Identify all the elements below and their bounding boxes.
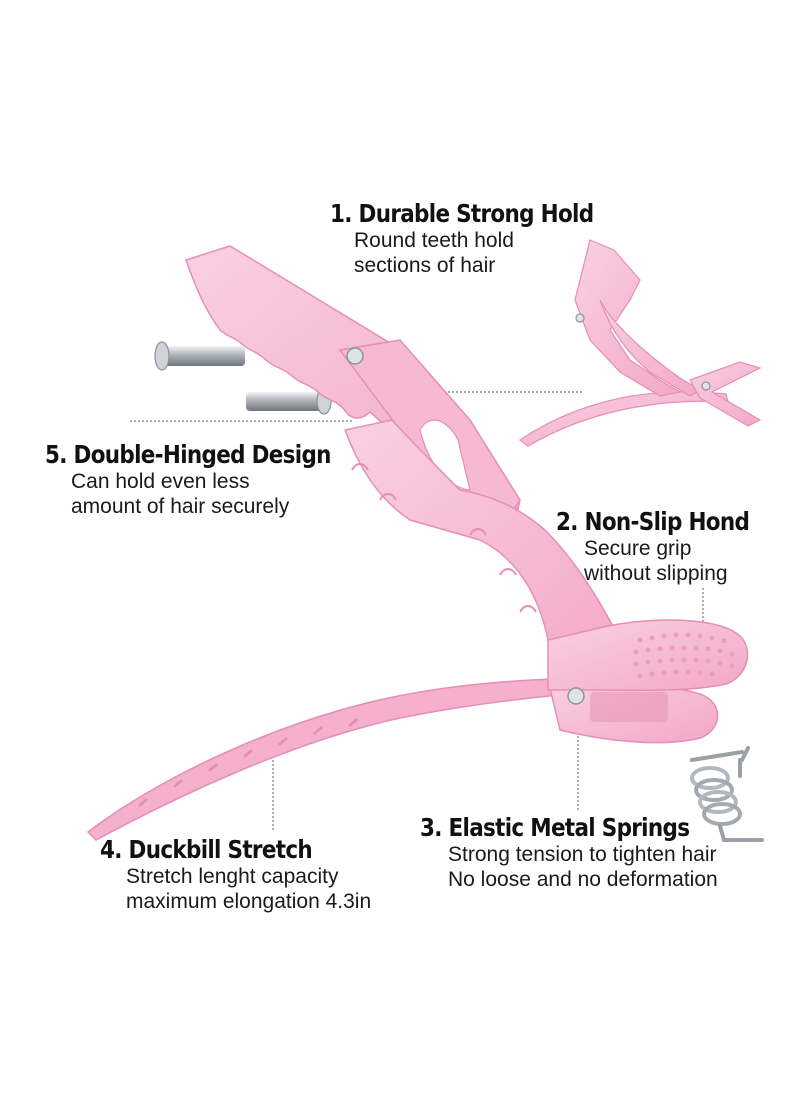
feature-title: 2. Non-Slip Hond bbox=[556, 507, 750, 536]
pink-hair-clip-open-view bbox=[518, 239, 762, 447]
feature-description-line: amount of hair securely bbox=[71, 495, 290, 518]
feature-title: 5. Double-Hinged Design bbox=[45, 440, 331, 469]
feature-title: 4. Duckbill Stretch bbox=[100, 835, 313, 864]
metal-coil-spring bbox=[690, 746, 764, 842]
feature-title: 3. Elastic Metal Springs bbox=[420, 813, 690, 842]
rivet-icon bbox=[575, 313, 585, 323]
feature-non-slip-hond: 2. Non-Slip Hond Secure grip without sli… bbox=[556, 508, 781, 586]
feature-description-line: Can hold even less bbox=[71, 470, 250, 493]
grip-texture bbox=[633, 632, 735, 679]
feature-description-line: Secure grip bbox=[584, 537, 692, 560]
feature-description-line: Stretch lenght capacity bbox=[126, 865, 339, 888]
pink-alligator-hair-clip bbox=[86, 245, 749, 841]
feature-title: 1. Durable Strong Hold bbox=[330, 199, 594, 228]
feature-description-line: Strong tension to tighten hair bbox=[448, 843, 717, 866]
feature-description-line: sections of hair bbox=[354, 254, 496, 277]
rivet-icon bbox=[701, 381, 711, 391]
feature-description-line: Round teeth hold bbox=[354, 229, 514, 252]
feature-durable-strong-hold: 1. Durable Strong Hold Round teeth hold … bbox=[330, 200, 636, 278]
pin-icon bbox=[154, 341, 245, 371]
feature-description-line: No loose and no deformation bbox=[448, 868, 718, 891]
feature-elastic-metal-springs: 3. Elastic Metal Springs Strong tension … bbox=[420, 814, 733, 892]
rivet-icon bbox=[567, 687, 585, 705]
feature-double-hinged-design: 5. Double-Hinged Design Can hold even le… bbox=[45, 441, 377, 519]
feature-description-line: without slipping bbox=[584, 562, 728, 585]
feature-description-line: maximum elongation 4.3in bbox=[126, 890, 372, 913]
rivet-icon bbox=[346, 347, 364, 365]
feature-duckbill-stretch: 4. Duckbill Stretch Stretch lenght capac… bbox=[100, 836, 371, 914]
